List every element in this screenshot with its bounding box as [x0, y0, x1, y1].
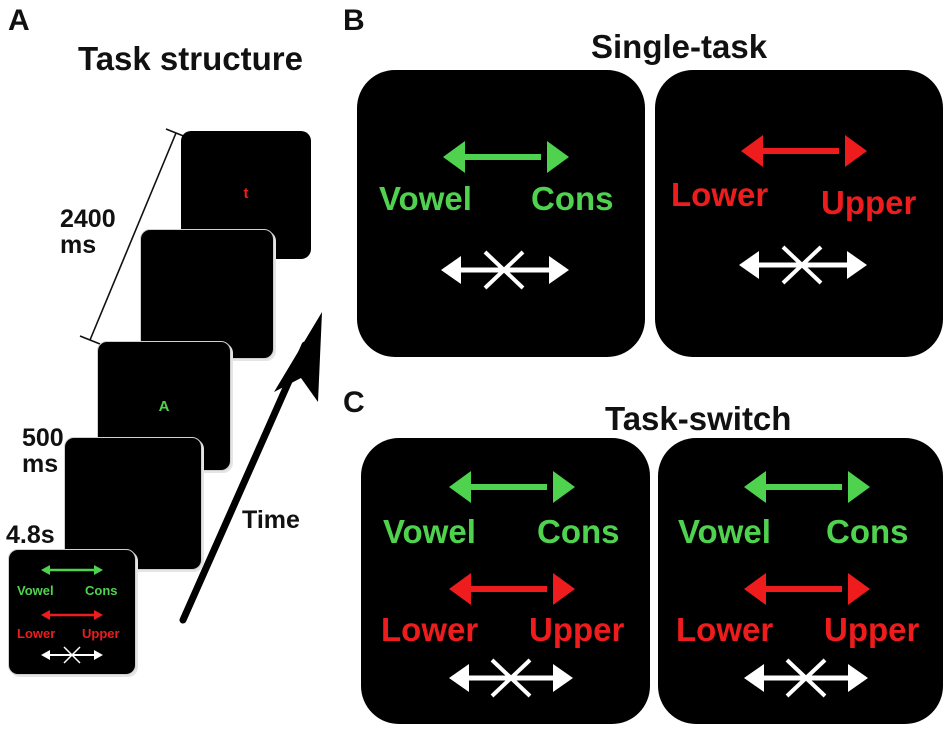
- cue-task2-right: Upper: [82, 626, 120, 641]
- trial-screen-blank-late: [140, 229, 274, 359]
- single-task-screen-letter: Vowel Cons: [357, 70, 645, 357]
- panel-c-title: Task-switch: [605, 400, 792, 437]
- cue-task1-left: Vowel: [17, 583, 54, 598]
- task-switch-screen-2: Vowel Cons Lower Upper: [658, 438, 943, 724]
- panel-a-letter: A: [8, 4, 30, 37]
- duration-500-unit: ms: [22, 450, 59, 479]
- cue-screen: Vowel Cons Lower Upper: [8, 549, 136, 675]
- panel-a-title: Task structure: [78, 40, 303, 77]
- task2-left-label: Lower: [671, 176, 769, 213]
- double-headed-arrow-icon: [41, 565, 103, 664]
- task-switch-screen-1: Vowel Cons Lower Upper: [361, 438, 650, 724]
- cue-task2-left: Lower: [17, 626, 56, 641]
- panel-b-letter: B: [343, 4, 365, 37]
- crossed-double-arrow-icon: [739, 245, 867, 285]
- double-headed-arrow-icon: [449, 471, 575, 605]
- task1-left-label: Vowel: [678, 513, 771, 550]
- task1-right-label: Cons: [826, 513, 909, 550]
- task2-left-label: Lower: [381, 611, 479, 648]
- crossed-double-arrow-icon: [744, 658, 868, 698]
- single-task-screen-case: Lower Upper: [655, 70, 943, 357]
- task2-right-label: Upper: [529, 611, 625, 648]
- duration-500-value: 500: [22, 424, 64, 452]
- panel-c-letter: C: [343, 386, 365, 419]
- panel-b-title: Single-task: [591, 28, 768, 65]
- task2-right-label: Upper: [821, 184, 917, 221]
- double-headed-arrow-icon: [741, 135, 867, 167]
- task2-right-label: Upper: [824, 611, 920, 648]
- stimulus-letter-early: A: [158, 398, 170, 415]
- task1-right-label: Cons: [531, 180, 614, 217]
- duration-48-label: 4.8s: [6, 521, 55, 549]
- task1-left-label: Vowel: [379, 180, 472, 217]
- double-headed-arrow-icon: [443, 141, 569, 173]
- task1-left-label: Vowel: [383, 513, 476, 550]
- cue-task1-right: Cons: [85, 583, 118, 598]
- time-label: Time: [242, 506, 300, 534]
- task2-left-label: Lower: [676, 611, 774, 648]
- task1-right-label: Cons: [537, 513, 620, 550]
- duration-2400-value: 2400: [60, 205, 116, 233]
- double-headed-arrow-icon: [744, 471, 870, 605]
- duration-2400-label: 2400 ms: [60, 206, 116, 259]
- duration-2400-unit: ms: [60, 231, 97, 260]
- duration-500-label: 500 ms: [22, 425, 64, 478]
- crossed-double-arrow-icon: [441, 250, 569, 290]
- crossed-double-arrow-icon: [449, 658, 573, 698]
- stimulus-letter-late: t: [243, 185, 249, 202]
